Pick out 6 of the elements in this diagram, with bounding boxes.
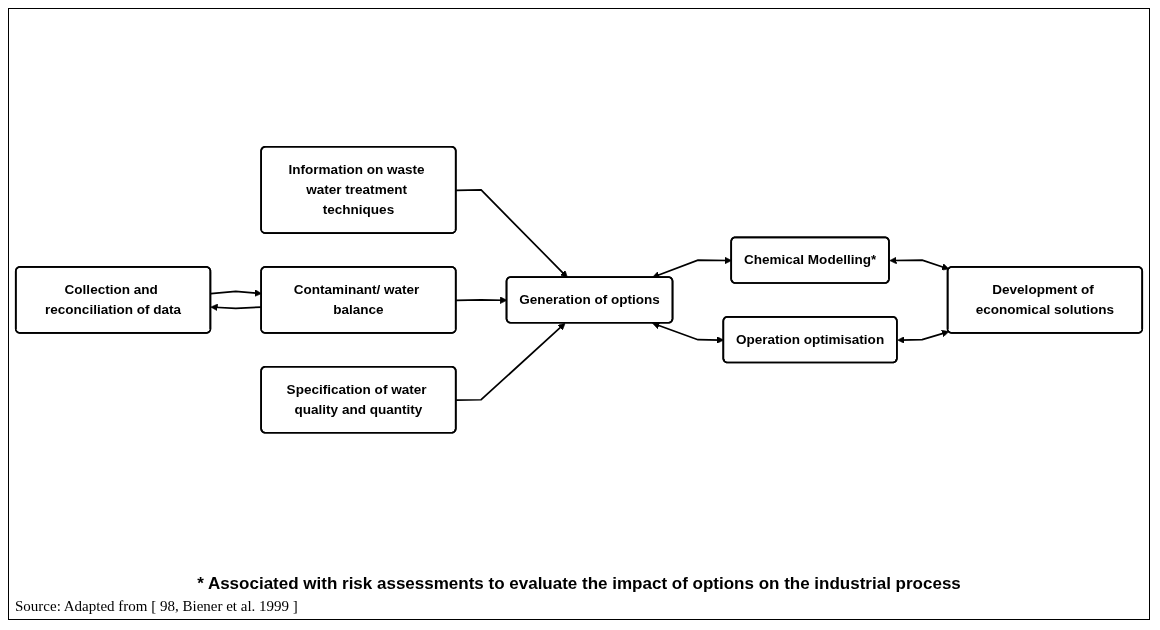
footnote-text: * Associated with risk assessments to evaluate the impact of options on the industrial process [196, 574, 962, 594]
arrow [897, 329, 950, 344]
arrow [455, 188, 568, 278]
arrow [889, 256, 950, 271]
source-caption: Source: Adapted from [ 98, Biener et al. 1999 ] [15, 598, 299, 615]
arrow [455, 322, 566, 401]
